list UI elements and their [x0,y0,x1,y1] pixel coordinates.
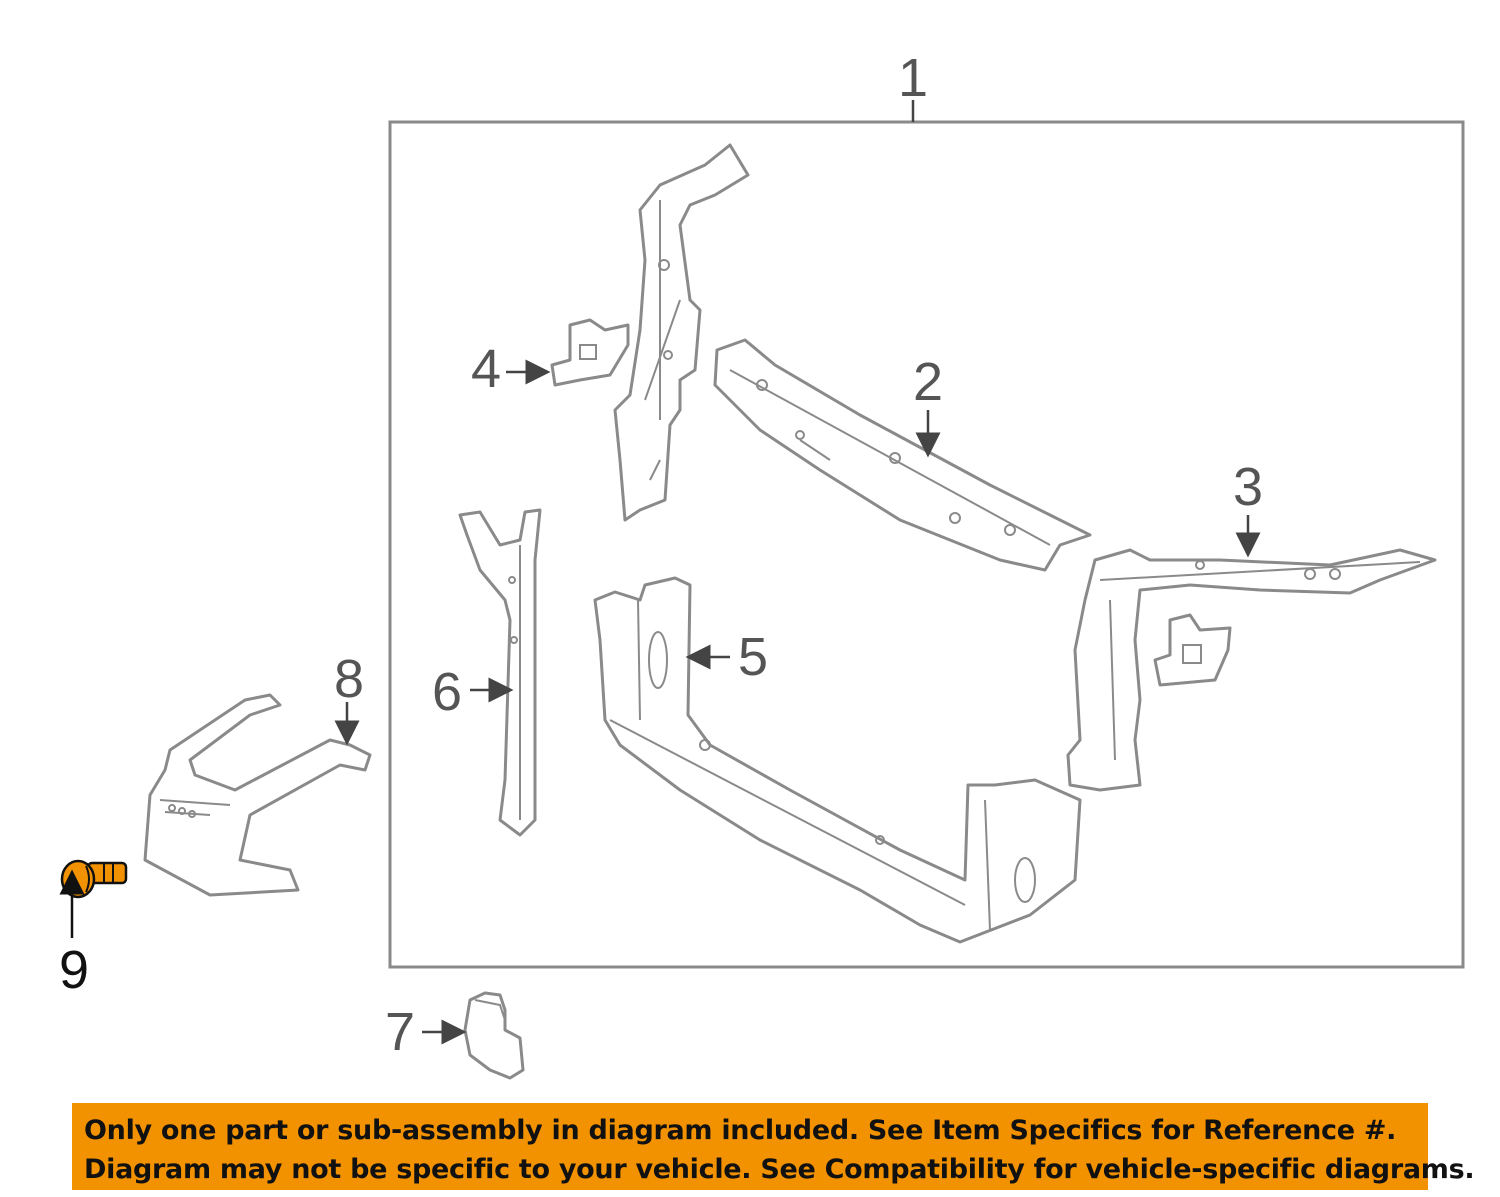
parts-diagram: 1 2 3 4 5 6 7 8 9 [59,48,1465,1080]
callout-7: 7 [385,1002,415,1062]
callout-3: 3 [1233,457,1263,517]
part-2-upper-crossmember[interactable] [713,338,1092,572]
part-5-lower-support[interactable] [593,576,1082,944]
callout-6: 6 [432,662,462,722]
callout-2: 2 [913,352,943,412]
disclaimer-line-1: Only one part or sub-assembly in diagram… [84,1115,1397,1146]
part-7-sensor[interactable] [463,991,525,1080]
callout-5: 5 [738,627,768,687]
right-small-bracket[interactable] [1153,613,1232,687]
callout-4: 4 [471,339,501,399]
callout-1: 1 [898,48,928,108]
part-8-lower-bracket[interactable] [143,693,372,897]
part-3-right-upper-support[interactable] [1066,548,1437,792]
callout-8: 8 [334,649,364,709]
part-6-side-support[interactable] [458,508,542,837]
callout-9: 9 [59,940,89,1000]
left-upper-support[interactable] [613,143,750,522]
part-4-bracket[interactable] [550,318,630,387]
disclaimer-banner: Only one part or sub-assembly in diagram… [72,1103,1475,1190]
disclaimer-line-2: Diagram may not be specific to your vehi… [84,1154,1475,1185]
assembly-frame [388,120,1465,969]
